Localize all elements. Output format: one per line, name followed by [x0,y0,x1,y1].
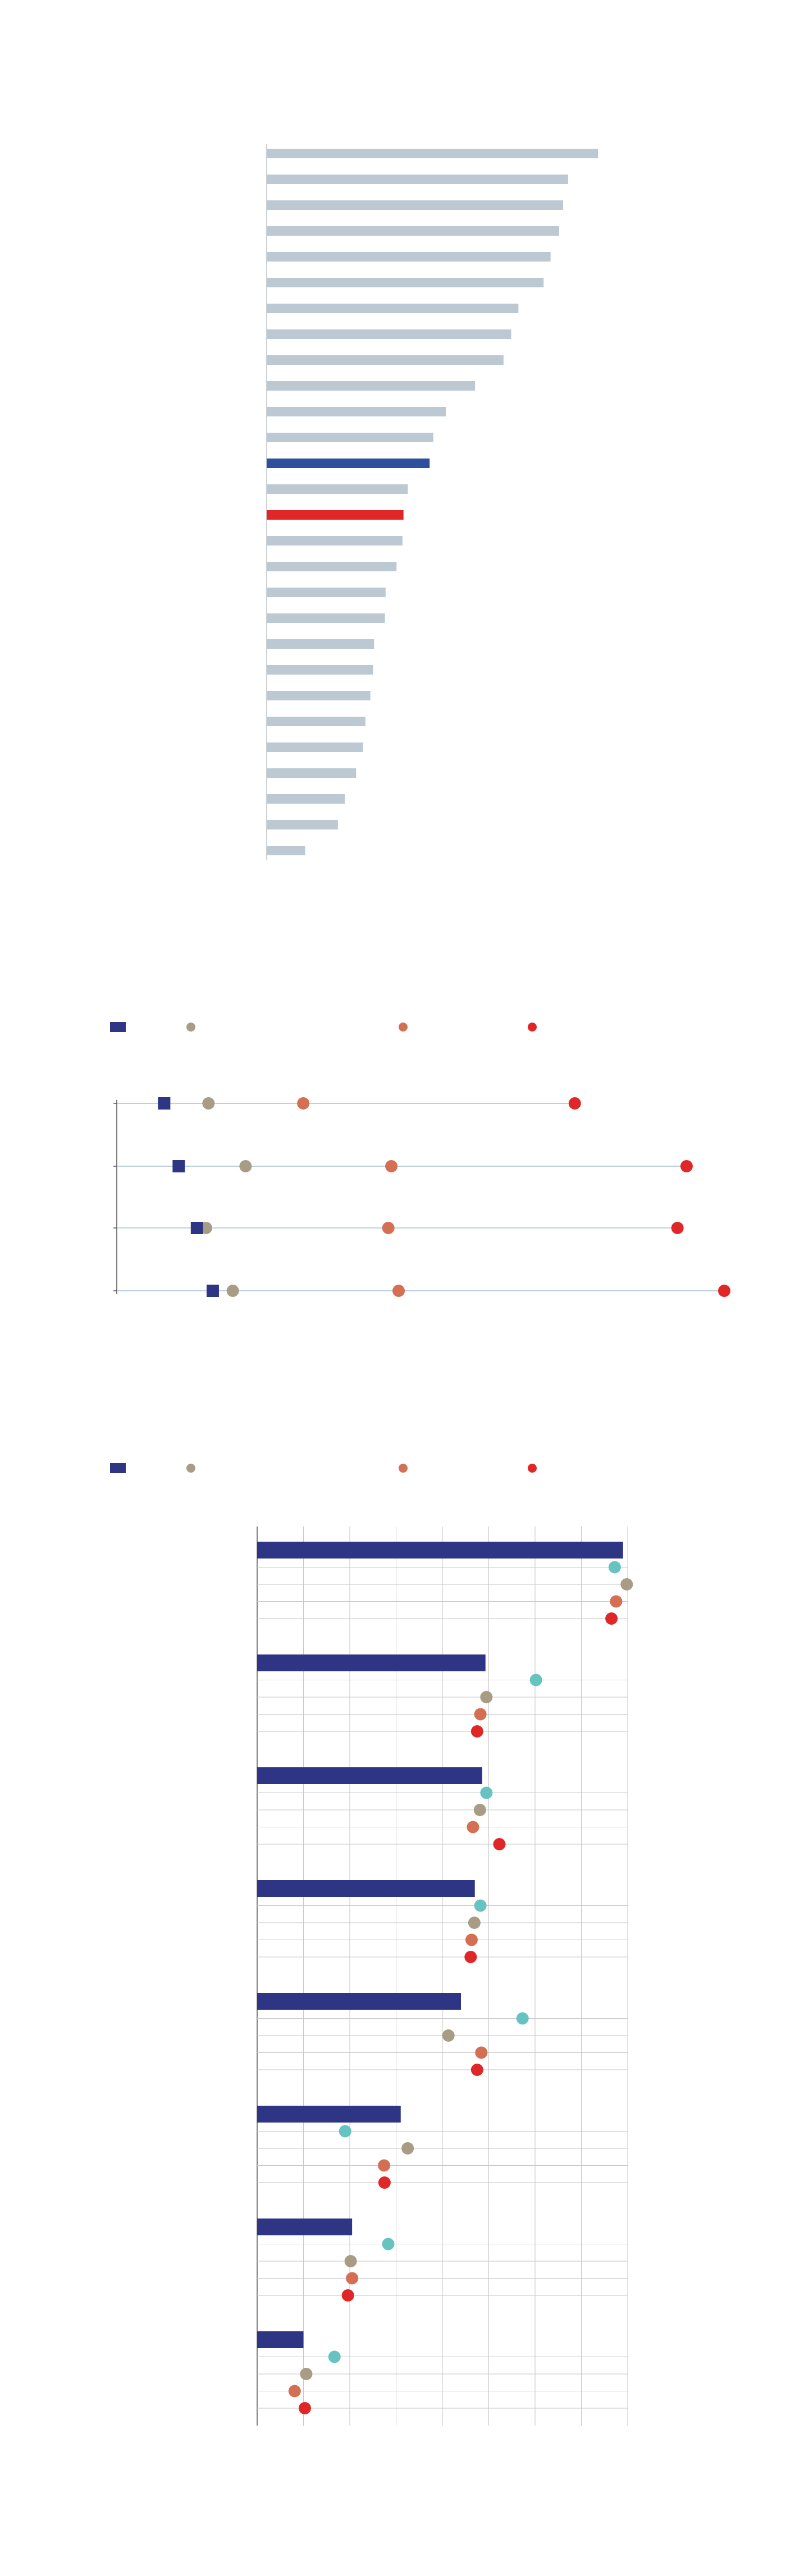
point-navy-square [172,1160,185,1172]
bar [267,665,373,675]
bar [267,459,430,468]
bar [257,2331,304,2348]
bar [257,1654,486,1671]
bar [257,1993,461,2010]
bar [267,226,559,236]
point-navy-square [206,1285,219,1297]
bar [267,639,374,649]
point-orange [385,1160,398,1172]
point-navy-square [158,1097,171,1110]
bar [267,278,544,287]
bar [267,536,403,546]
dot-range-chart [110,1022,730,1297]
bar [267,691,371,700]
point-orange [378,2159,391,2172]
point-tan [620,1578,633,1590]
legend-marker-circle [186,1023,195,1032]
legend-marker-square [110,1463,126,1473]
point-teal [328,2350,341,2363]
bar [267,510,404,520]
point-tan [473,1804,486,1816]
legend-marker-circle [528,1464,537,1473]
point-red [464,1951,477,1963]
bar [267,355,504,365]
point-tan [344,2255,357,2267]
point-tan [442,2029,455,2042]
point-navy-square [190,1222,203,1234]
bar [267,613,385,623]
bar [267,407,446,416]
point-orange [465,1933,478,1946]
point-red [470,1725,483,1738]
bar [257,1880,475,1897]
bar [267,820,338,829]
bar [267,304,519,313]
point-tan [202,1097,215,1110]
point-teal [480,1786,493,1799]
bar [267,717,365,726]
point-red [378,2176,391,2189]
bar [267,381,476,391]
point-tan [401,2142,414,2155]
point-orange [474,1708,487,1721]
point-tan [239,1160,252,1172]
point-teal [382,2238,395,2250]
point-orange [475,2046,488,2059]
bar [267,768,357,778]
bar [267,484,408,494]
point-orange [346,2272,359,2285]
bar [267,200,564,210]
legend-marker-circle [186,1464,195,1473]
point-red [568,1097,581,1110]
point-teal [474,1899,487,1912]
point-tan [468,1917,481,1929]
point-orange [467,1821,479,1834]
point-red [470,2064,483,2076]
legend-marker-square [110,1022,126,1032]
point-orange [382,1222,395,1234]
point-red [680,1160,693,1172]
bar [267,742,363,752]
bar [267,846,305,855]
bar [257,1542,623,1559]
point-tan [480,1691,493,1703]
point-teal [339,2125,351,2138]
point-orange [392,1285,405,1297]
bar [267,794,345,804]
bar [257,1767,482,1784]
point-red [671,1222,684,1234]
bar [257,2106,401,2123]
point-red [605,1612,618,1625]
point-teal [516,2012,529,2025]
point-tan [300,2368,313,2380]
point-tan [226,1285,239,1297]
point-teal [529,1674,542,1686]
bar [267,175,568,184]
legend-marker-circle [399,1023,408,1032]
bar [267,252,551,262]
bar [257,2219,353,2235]
legend-marker-circle [528,1023,537,1032]
point-orange [288,2385,301,2398]
bar-dot-chart [110,1463,633,2426]
point-red [718,1285,730,1297]
point-orange [297,1097,310,1110]
point-red [341,2289,354,2302]
point-orange [610,1595,623,1608]
bar [267,588,386,597]
bar [267,149,598,158]
point-red [298,2402,311,2414]
bar [267,329,511,339]
bar [267,562,397,571]
ranked-bar-chart [266,144,598,860]
point-teal [608,1561,621,1574]
legend-marker-circle [399,1464,408,1473]
bar [267,433,433,442]
point-red [493,1838,506,1850]
